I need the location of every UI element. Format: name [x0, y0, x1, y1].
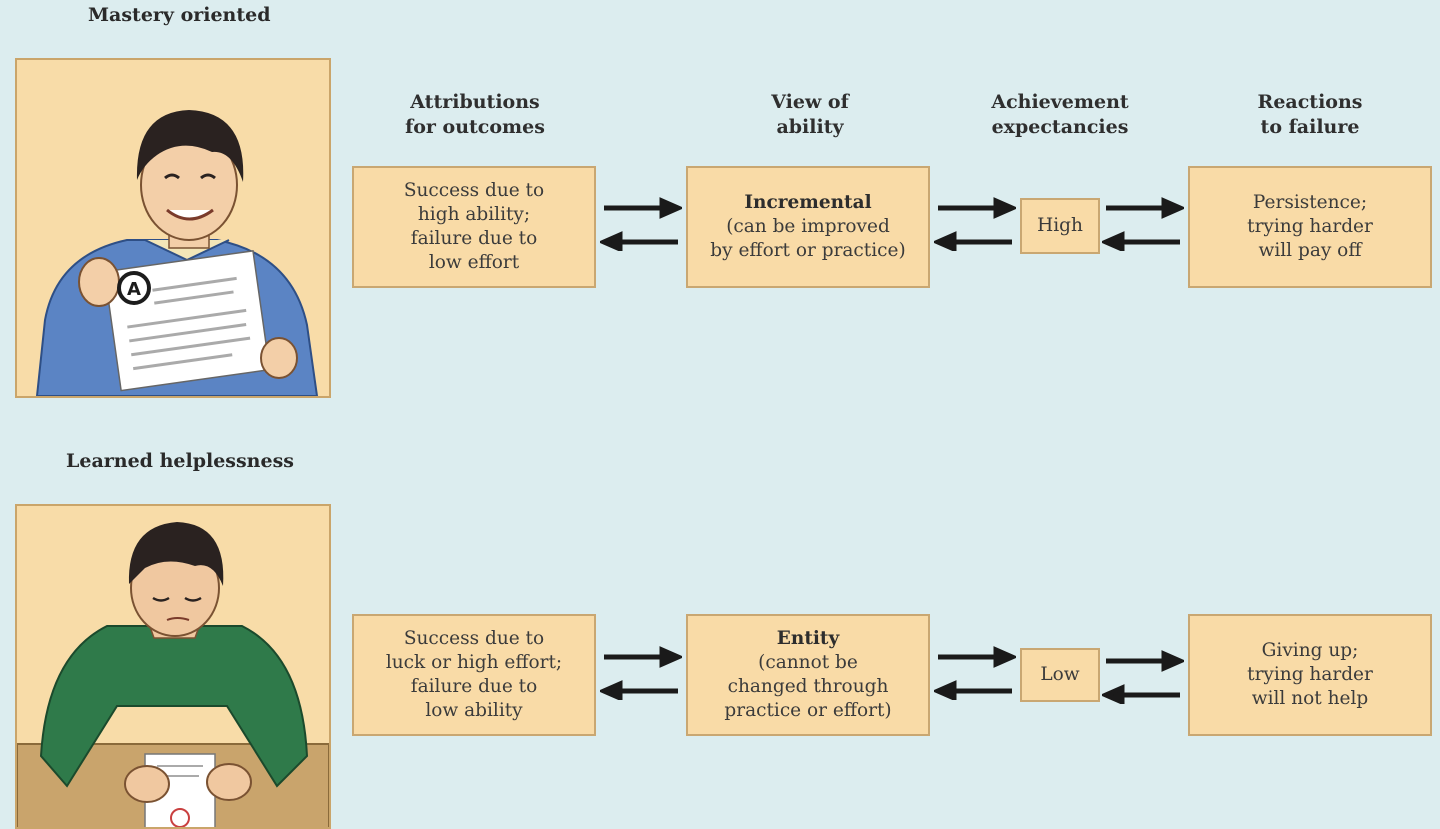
- mastery-student-illustration: A: [15, 58, 331, 398]
- mastery-attributions-box: Success due to high ability; failure due…: [352, 166, 596, 288]
- mastery-view-of-ability-box: Incremental (can be improved by effort o…: [686, 166, 930, 288]
- helpless-student-illustration: [15, 504, 331, 829]
- column-header-reactions-to-failure: Reactions to failure: [1220, 90, 1400, 140]
- mastery-reaction-box: Persistence; trying harder will pay off: [1188, 166, 1432, 288]
- box-line: practice or effort): [724, 700, 892, 721]
- box-line: will pay off: [1258, 240, 1362, 261]
- mastery-arrows-1: [600, 197, 682, 251]
- column-header-line: to failure: [1260, 116, 1360, 138]
- box-line: Giving up;: [1261, 640, 1359, 661]
- helpless-arrows-2: [934, 646, 1016, 700]
- helpless-attributions-box: Success due to luck or high effort; fail…: [352, 614, 596, 736]
- helpless-arrows-3: [1102, 650, 1184, 704]
- learned-helplessness-label: Learned helplessness: [66, 450, 294, 472]
- column-header-view-of-ability: View of ability: [720, 90, 900, 140]
- mastery-arrows-3: [1102, 197, 1184, 251]
- box-line: low effort: [428, 252, 520, 273]
- box-line: trying harder: [1247, 664, 1373, 685]
- column-header-line: ability: [776, 116, 844, 138]
- box-line: Success due to: [403, 180, 545, 201]
- mastery-oriented-label: Mastery oriented: [88, 4, 271, 26]
- box-line: will not help: [1251, 688, 1369, 709]
- expectancy-value: Low: [1040, 664, 1080, 685]
- box-line: (cannot be: [758, 652, 858, 673]
- box-line: failure due to: [410, 228, 538, 249]
- box-line: high ability;: [417, 204, 531, 225]
- mastery-expectancy-box: High: [1020, 198, 1100, 254]
- box-line: (can be improved: [726, 216, 890, 237]
- helpless-view-of-ability-box: Entity (cannot be changed through practi…: [686, 614, 930, 736]
- box-line: Persistence;: [1252, 192, 1368, 213]
- helpless-reaction-box: Giving up; trying harder will not help: [1188, 614, 1432, 736]
- column-header-line: Achievement: [991, 91, 1129, 113]
- ability-title: Entity: [776, 628, 840, 649]
- column-header-achievement-expectancies: Achievement expectancies: [970, 90, 1150, 140]
- column-header-line: for outcomes: [405, 116, 545, 138]
- box-line: by effort or practice): [710, 240, 906, 261]
- box-line: luck or high effort;: [385, 652, 563, 673]
- column-header-line: expectancies: [991, 116, 1129, 138]
- helpless-expectancy-box: Low: [1020, 648, 1100, 702]
- ability-title: Incremental: [744, 192, 872, 213]
- box-line: Success due to: [403, 628, 545, 649]
- column-header-line: View of: [771, 91, 849, 113]
- grade-a-mark: A: [127, 279, 141, 300]
- box-line: trying harder: [1247, 216, 1373, 237]
- mastery-arrows-2: [934, 197, 1016, 251]
- box-line: low ability: [425, 700, 523, 721]
- expectancy-value: High: [1037, 215, 1083, 236]
- column-header-line: Attributions: [410, 91, 540, 113]
- column-header-attributions: Attributions for outcomes: [385, 90, 565, 140]
- helpless-arrows-1: [600, 646, 682, 700]
- box-line: failure due to: [410, 676, 538, 697]
- box-line: changed through: [727, 676, 889, 697]
- column-header-line: Reactions: [1257, 91, 1363, 113]
